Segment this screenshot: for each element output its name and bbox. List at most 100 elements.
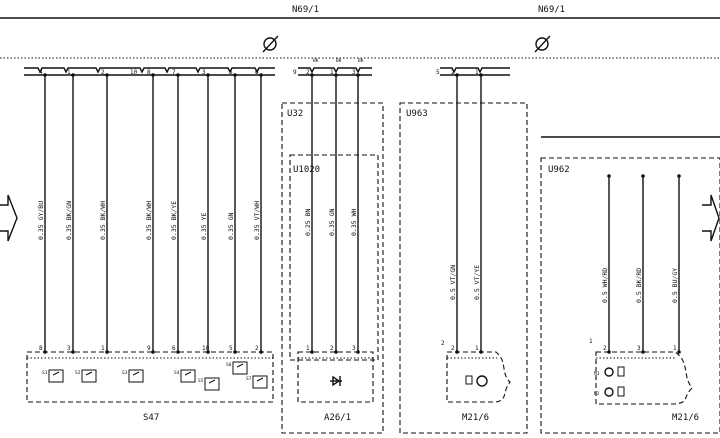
motor-icon-m2 [604,386,625,397]
wire-s47-1-top-terminal [43,73,47,77]
s47-label: S47 [143,413,159,423]
m21-left-label: M21/6 [462,413,489,423]
group-box-u963 [399,102,528,434]
s47-pin-7: 5 [229,345,233,352]
diode-icon [330,375,342,387]
wire-label-u962-2: 0.5 BK/RD [635,268,643,303]
wire-u963-2-top-terminal [479,73,483,77]
group-label-u32: U32 [287,109,303,119]
wire-label-a26-1: 0.25 BN [304,209,312,236]
m21-right-pins: 2 3 1 [603,345,677,352]
wire-s47-8-top-terminal [259,73,263,77]
wire-label-s47-8: 0.35 VT/WH [253,201,261,240]
wire-a26-2-bottom-terminal [334,350,338,354]
wire-u962-1-top-terminal [607,174,611,178]
wire-s47-5-bottom-terminal [176,350,180,354]
harness-region: N69/1 N69/1 [0,5,720,59]
group-box-u32 [281,102,384,434]
switch-3-icon [128,369,144,383]
wire-u963-1-top-terminal [455,73,459,77]
wire-s47-2-bottom-terminal [71,350,75,354]
m1-label: M1 [594,371,600,377]
wire-s47-5-top-terminal [176,73,180,77]
switch-7-lever [256,377,264,382]
group-box-u962 [540,157,720,434]
wire-a26-1-bottom-terminal [310,350,314,354]
connector-10-pin-5: 7 [172,69,176,76]
connector-10-pin-1: 4 [39,69,43,76]
wire-a26-3-top-terminal [356,73,360,77]
wires-a26 [310,73,360,354]
group-label-u962: U962 [548,165,570,175]
connector-9-pin-2: 1 [330,69,334,76]
arrow-out-icon [702,194,720,242]
m21-left-corner-pin: 2 [441,340,445,347]
s47-pin-5: 6 [172,345,176,352]
wire-s47-4-bottom-terminal [151,350,155,354]
wire-a26-2-top-terminal [334,73,338,77]
switch-label-4: S4 [174,370,180,376]
wire-a26-1-top-terminal [310,73,314,77]
wires-s47 [43,73,263,354]
wire-label-u962-3: 0.5 BU/GY [671,268,679,303]
wire-u962-3-bottom-terminal [677,350,681,354]
wire-label-a26-3: 0.35 WH [350,209,358,236]
m21-left-pin-2: 1 [475,345,479,352]
motor-icon-left [465,375,488,387]
m21-right-pin-1: 2 [603,345,607,352]
s47-pin-4: 9 [147,345,151,352]
wire-s47-4-top-terminal [151,73,155,77]
wire-label-s47-5: 0.35 BK/YE [170,201,178,240]
m21-right-corner-pin: 1 [589,338,593,345]
switch-5-icon [204,377,220,391]
connector-5-pin-1: 2 [451,69,455,76]
m21-right-pin-2: 3 [637,345,641,352]
a26-pin-1: 1 [306,345,310,352]
m21-right-pin-3: 1 [673,345,677,352]
wire-label-u963-2: 0.5 VT/YE [473,265,481,300]
wire-s47-2-top-terminal [71,73,75,77]
wire-label-u963-1: 0.5 VT/GN [449,265,457,300]
switch-7-icon [252,375,268,389]
wire-label-s47-4: 0.35 BK/WH [145,201,153,240]
switch-label-7: S7 [246,376,252,382]
connector-10-pin-4: 8 [147,69,151,76]
connector-10-pin-2: 1 [67,69,71,76]
harness-twist-icon-right [534,35,551,53]
a26-pins: 1 2 3 [306,345,356,352]
connector-5-pin-2: 1 [475,69,479,76]
a26-pin-3: 3 [352,345,356,352]
connector-5-label: 5 [436,69,440,76]
motor-icon-m1 [604,366,625,377]
group-label-u1020: U1020 [293,165,320,175]
top-mark-1: BK [313,58,319,64]
switch-label-1: S1 [42,370,48,376]
connector-10-label: 10 [130,69,138,76]
a26-pin-2: 2 [330,345,334,352]
group-box-u1020 [289,154,379,361]
connector-10-pin-3: 2 [101,69,105,76]
wires-u963 [455,73,483,354]
m21-left-pin-1: 2 [451,345,455,352]
switch-6-icon [232,361,248,375]
wire-label-u962-1: 0.5 WH/RD [601,268,609,303]
switch-1-lever [52,371,60,376]
harness-label-left: N69/1 [292,5,319,15]
wire-s47-7-top-terminal [233,73,237,77]
switch-label-5: S5 [198,378,204,384]
a26-label: A26/1 [324,413,351,423]
wire-u962-2-top-terminal [641,174,645,178]
top-mark-3: BK [358,58,364,64]
wire-label-s47-6: 0.35 YE [200,213,208,240]
wires-u962 [607,174,681,354]
component-a26: 1 2 3 A26/1 [297,345,374,423]
